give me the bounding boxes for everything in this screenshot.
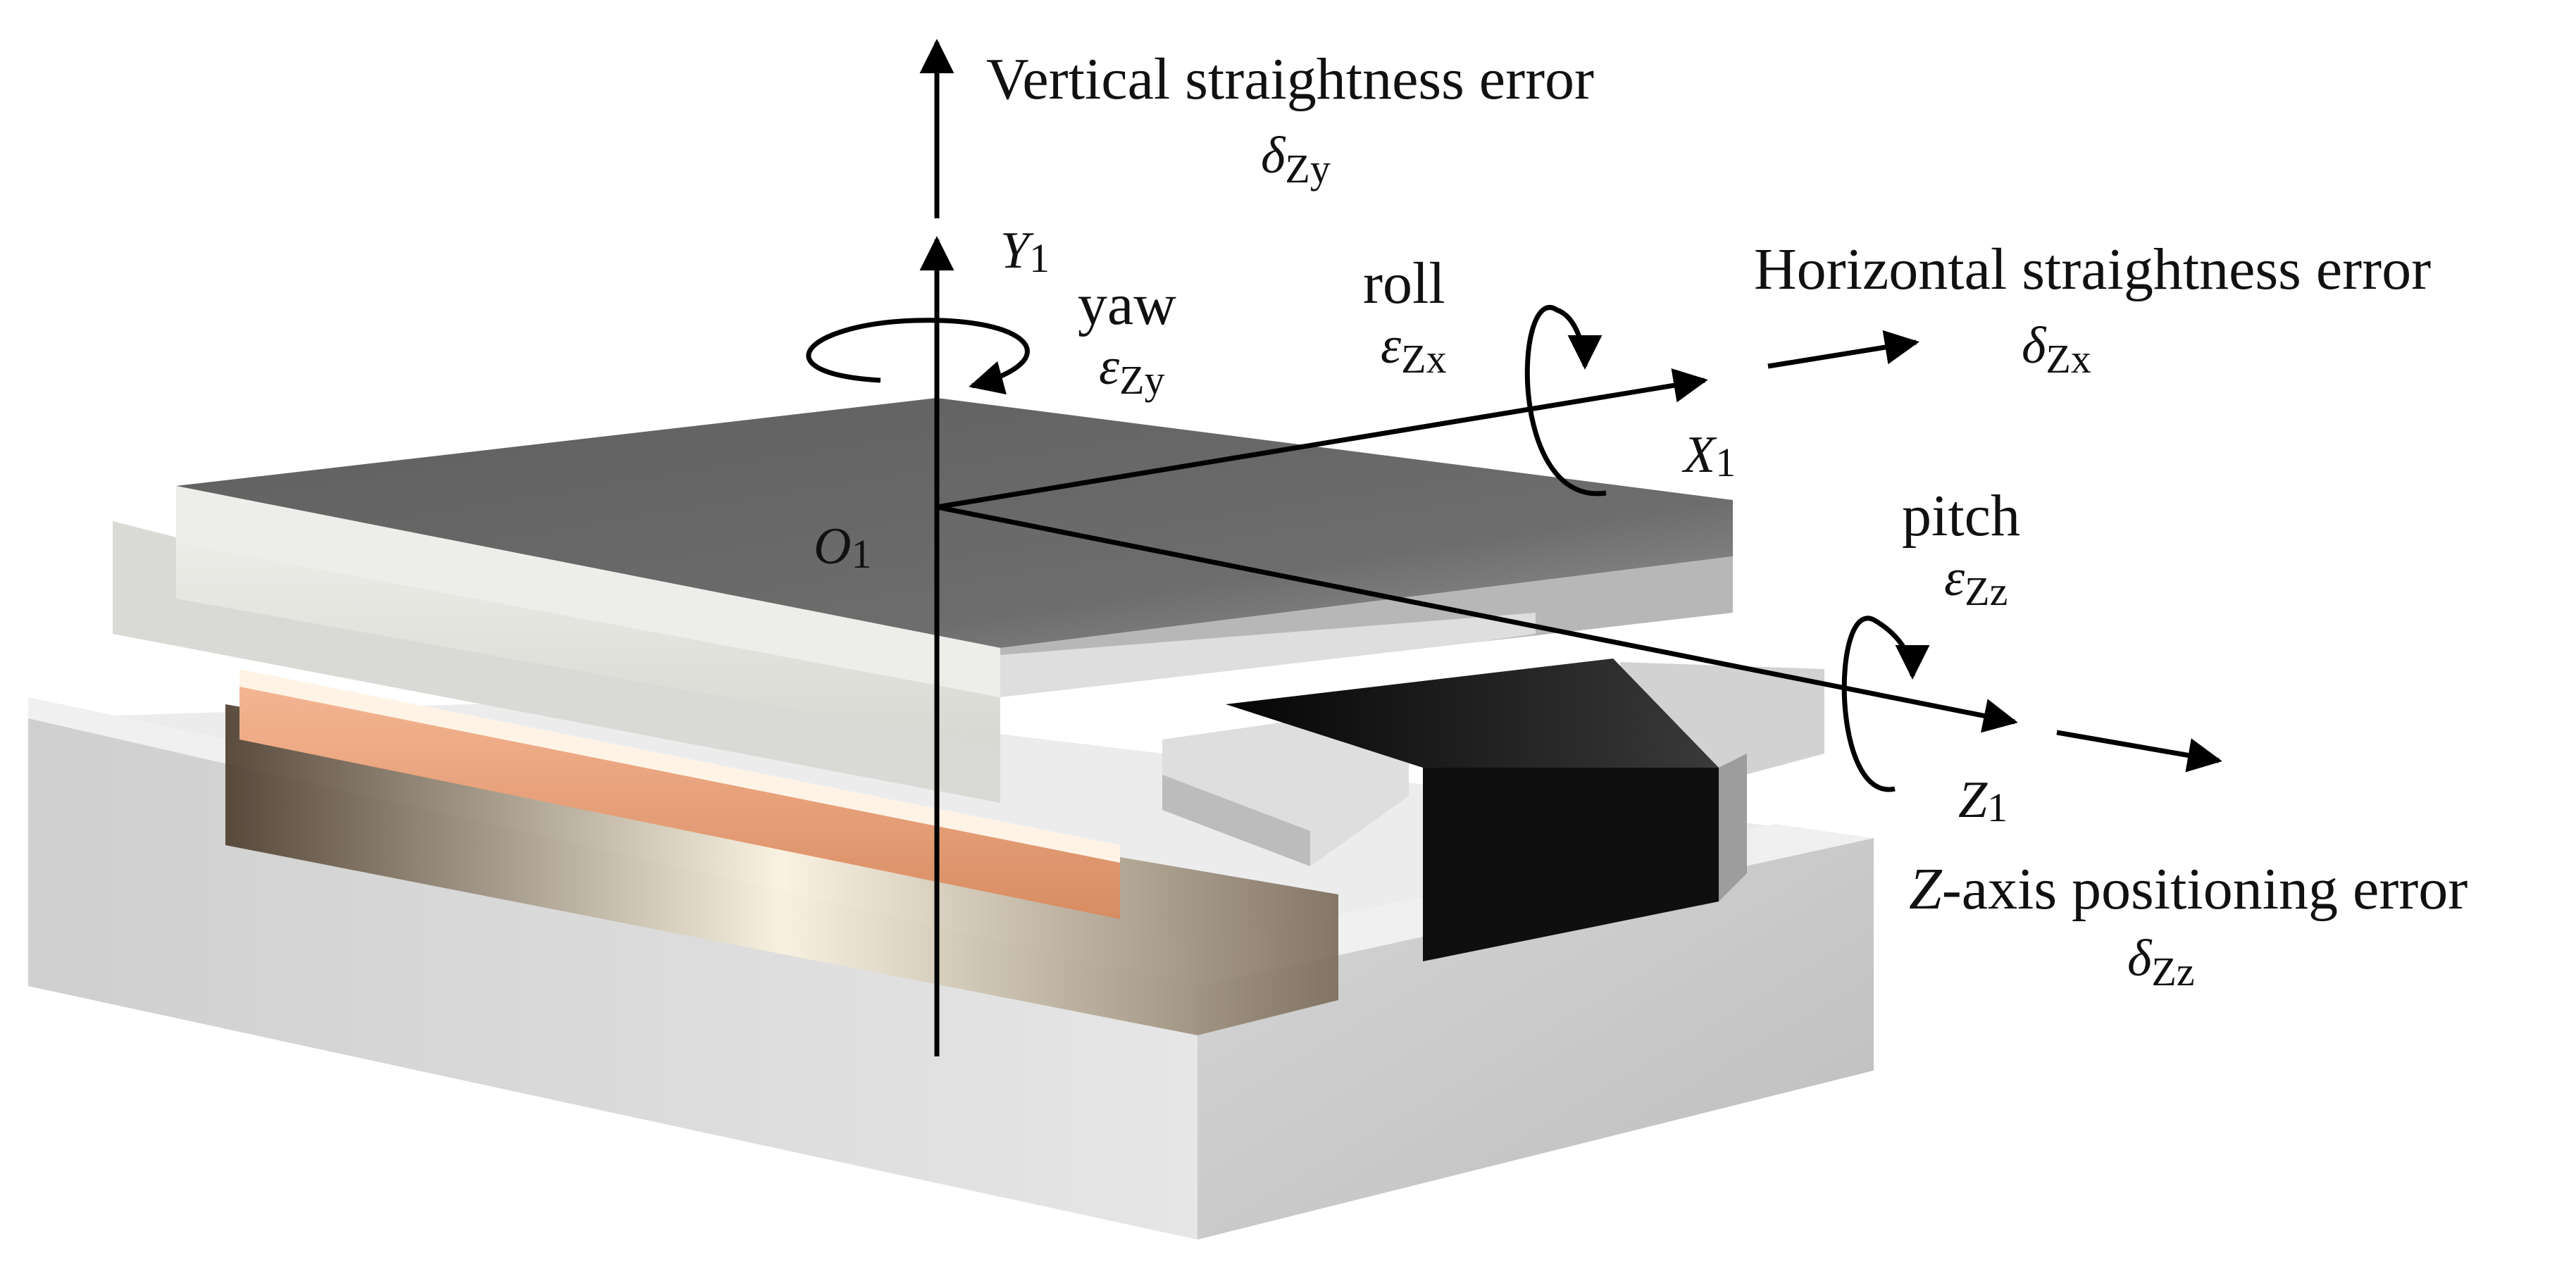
z-axis-label: Z1 [1958,771,2008,830]
rotation-indicators [806,305,1930,792]
table-top-face [176,398,1733,648]
base-top-strip [28,697,1874,986]
yaw-rotation-icon [806,318,1030,395]
yaw-label: yaw [1078,272,1176,337]
vertical-error-label: Vertical straightness error [986,46,1594,112]
pitch-label: pitch [1902,483,2020,549]
z-axis-arrow [936,504,2018,733]
dark-slot-top [1226,659,1719,768]
horizontal-error-label: Horizontal straightness error [1754,237,2431,302]
slot-wall [1719,754,1747,901]
x-axis-label: X1 [1681,426,1736,485]
pitch-rotation-icon [1841,616,1930,792]
sheen [1000,613,1536,711]
roll-symbol: εZx [1381,317,1447,382]
horizontal-error-symbol: δZx [2022,317,2091,382]
copper-coil-top [239,669,1120,863]
y-axis-label: Y1 [1000,222,1050,281]
roll-label: roll [1363,251,1445,316]
copper-coil [239,687,1120,919]
horizontal-error-arrow [1767,330,1919,369]
coordinate-axes [919,39,2222,1056]
pitch-symbol: εZz [1944,549,2008,614]
positioning-error-arrow [2056,730,2222,773]
origin-label: O1 [814,518,871,577]
yaw-symbol: εZy [1099,338,1165,403]
rail-block-right-front [1162,775,1310,866]
positioning-error-label: Z-axis positioning error [1909,856,2468,922]
positioning-error-symbol: δZz [2127,930,2195,994]
stage-body [28,398,1874,1240]
x-axis-arrow [936,368,1708,510]
vertical-error-symbol: δZy [1261,127,1331,192]
dark-slot-inner [1423,768,1719,961]
roll-rotation-icon [1524,305,1607,497]
table-front-edge [176,486,1000,697]
base-side-face [1197,838,1874,1240]
